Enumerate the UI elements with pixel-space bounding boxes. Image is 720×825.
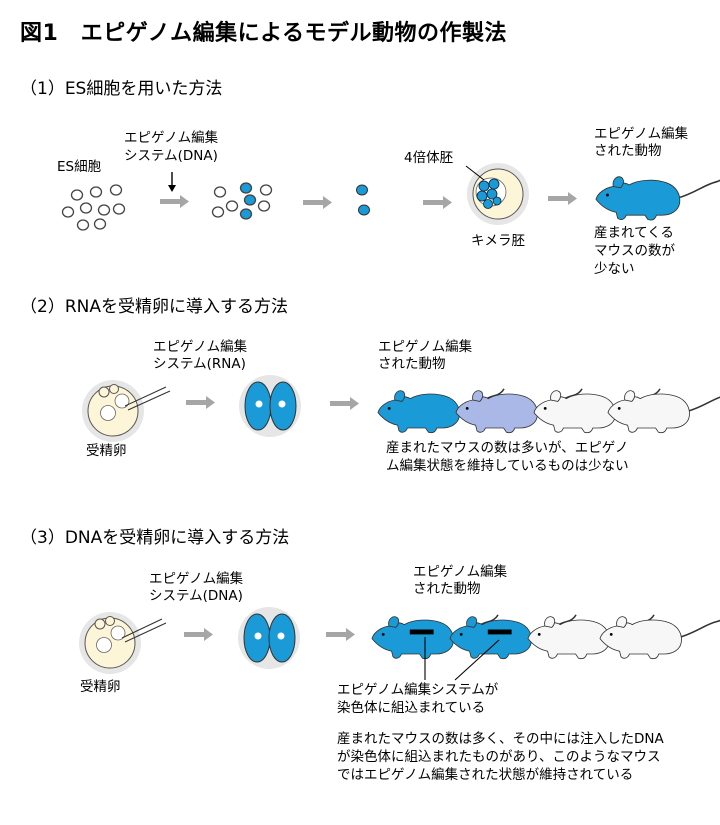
system-label-line2: システム(DNA) [149, 588, 243, 604]
note-line1: 産まれてくる [594, 225, 674, 241]
es-cells-label: ES細胞 [57, 159, 102, 175]
chimera-label: キメラ胚 [471, 233, 525, 249]
es-cell-cluster [61, 184, 126, 231]
arrow-icon [326, 628, 355, 641]
system-label-line1: エピゲノム編集 [124, 130, 219, 146]
result-label-line1: エピゲノム編集 [413, 564, 508, 580]
note-line1: 産まれたマウスの数は多いが、エピゲノ [386, 440, 629, 456]
mouse-icon [599, 616, 720, 660]
system-label-line2: システム(RNA) [153, 356, 246, 372]
arrow-icon [303, 196, 332, 209]
system-label-line2: システム(DNA) [124, 148, 218, 164]
fertilized-egg [82, 380, 144, 442]
egg-label: 受精卵 [80, 679, 121, 695]
mouse-icon [595, 176, 720, 221]
arrow-icon [160, 195, 189, 208]
tetraploid-label: 4倍体胚 [404, 150, 454, 166]
note-line1: 産まれたマウスの数は多く、その中には注入したDNA [337, 731, 664, 747]
egg-label: 受精卵 [86, 443, 127, 459]
two-cell-embryo [238, 607, 300, 669]
arrow-icon [548, 192, 577, 205]
transfected-cell-cluster [211, 182, 273, 220]
result-label-line2: された動物 [594, 143, 662, 159]
system-label-line1: エピゲノム編集 [153, 339, 248, 355]
chimera-embryo [467, 163, 529, 225]
arrow-icon [330, 397, 359, 410]
selected-cells [356, 184, 370, 216]
arrow-icon [423, 196, 452, 209]
mouse-icon [607, 390, 720, 434]
note-line2: ム編集状態を維持しているものは少ない [386, 458, 629, 474]
integration-label-line1: エピゲノム編集システムが [337, 682, 499, 698]
result-label-line2: された動物 [378, 356, 446, 372]
section-heading: （1）ES細胞を用いた方法 [20, 79, 223, 99]
arrow-icon [186, 396, 215, 409]
note-line3: ではエピゲノム編集された状態が維持されている [337, 767, 634, 783]
section-heading: （2）RNAを受精卵に導入する方法 [20, 297, 288, 317]
result-label-line1: エピゲノム編集 [594, 126, 689, 142]
system-label-line1: エピゲノム編集 [149, 571, 244, 587]
note-line2: が染色体に組込まれたものがあり、このようなマウス [337, 749, 661, 765]
injection-needle [124, 386, 171, 411]
arrow-icon [184, 628, 213, 641]
section-heading: （3）DNAを受精卵に導入する方法 [20, 528, 290, 548]
result-label-line1: エピゲノム編集 [378, 339, 473, 355]
down-arrow-icon [168, 172, 176, 192]
result-label-line2: された動物 [413, 581, 481, 597]
integration-pointer-lines [424, 637, 500, 681]
integration-label-line2: 染色体に組込まれている [337, 700, 486, 716]
tetraploid-pointer [465, 165, 485, 181]
figure-title: 図1 エピゲノム編集によるモデル動物の作製法 [20, 21, 507, 46]
note-line3: 少ない [594, 261, 635, 277]
fertilized-egg [79, 612, 141, 674]
note-line2: マウスの数が [594, 243, 675, 259]
injection-needle [121, 618, 167, 643]
two-cell-embryo [239, 375, 301, 437]
